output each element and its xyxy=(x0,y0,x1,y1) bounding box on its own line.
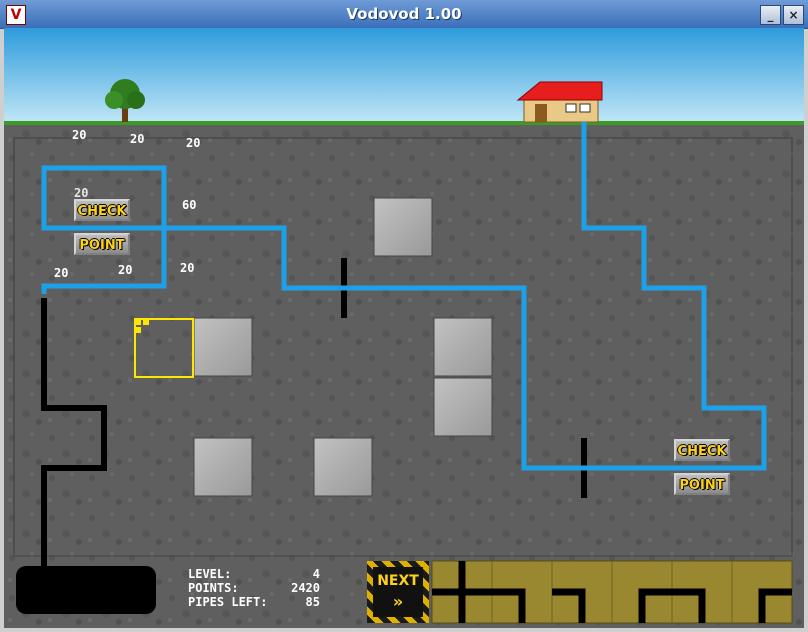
tree-icon xyxy=(105,79,145,122)
app-icon: V xyxy=(6,5,26,25)
pipes-left-value: 85 xyxy=(305,595,320,609)
title-bar[interactable]: V Vodovod 1.00 _ × xyxy=(0,0,808,29)
level-row: LEVEL: 4 xyxy=(188,567,320,581)
status-panel: LEVEL: 4 POINTS: 2420 PIPES LEFT: 85 xyxy=(188,567,320,609)
point-button[interactable]: POINT xyxy=(674,473,730,495)
score-label: 60 xyxy=(182,198,197,212)
next-button[interactable]: NEXT » xyxy=(367,561,429,623)
score-label: 20 xyxy=(130,132,145,146)
points-row: POINTS: 2420 xyxy=(188,581,320,595)
pipes-left-label: PIPES LEFT: xyxy=(188,595,268,609)
score-label: 20 xyxy=(72,128,87,142)
point-button[interactable]: POINT xyxy=(74,233,130,255)
reservoir-tank xyxy=(16,566,156,614)
queue-pipe-corner-down-right xyxy=(638,588,672,623)
queue-pipe-cross xyxy=(432,561,492,623)
pipes-left-row: PIPES LEFT: 85 xyxy=(188,595,320,609)
grass-strip xyxy=(4,121,804,125)
game-canvas[interactable] xyxy=(4,28,804,628)
stone-block xyxy=(193,437,253,497)
queue-pipe-corner-down-right xyxy=(492,588,526,623)
check-button[interactable]: CHECK xyxy=(674,439,730,461)
stone-block xyxy=(373,197,433,257)
queue-pipe-corner-down-right xyxy=(758,588,792,623)
points-value: 2420 xyxy=(291,581,320,595)
queue-pipe-corner-down-left xyxy=(552,588,586,623)
level-value: 4 xyxy=(312,567,320,581)
pipe-queue[interactable] xyxy=(431,560,793,624)
points-label: POINTS: xyxy=(188,581,239,595)
queue-pipe-corner-down-left xyxy=(672,588,706,623)
score-label: 20 xyxy=(180,261,195,275)
water-pipes xyxy=(41,122,767,471)
check-button[interactable]: CHECK xyxy=(74,199,130,221)
fast-forward-icon: » xyxy=(392,592,404,611)
score-label: 20 xyxy=(74,186,89,200)
close-button[interactable]: × xyxy=(783,5,804,25)
stone-block xyxy=(433,317,493,377)
stone-block xyxy=(313,437,373,497)
window-title: Vodovod 1.00 xyxy=(346,5,462,23)
stone-block xyxy=(193,317,253,377)
stone-block xyxy=(433,377,493,437)
placement-cursor[interactable] xyxy=(134,318,194,378)
minimize-button[interactable]: _ xyxy=(760,5,781,25)
score-label: 20 xyxy=(186,136,201,150)
next-button-face: NEXT » xyxy=(373,567,423,617)
house-icon xyxy=(516,81,603,123)
level-label: LEVEL: xyxy=(188,567,232,581)
next-label: NEXT xyxy=(377,573,419,589)
score-label: 20 xyxy=(54,266,69,280)
stone-blocks xyxy=(193,197,493,497)
score-label: 20 xyxy=(118,263,133,277)
